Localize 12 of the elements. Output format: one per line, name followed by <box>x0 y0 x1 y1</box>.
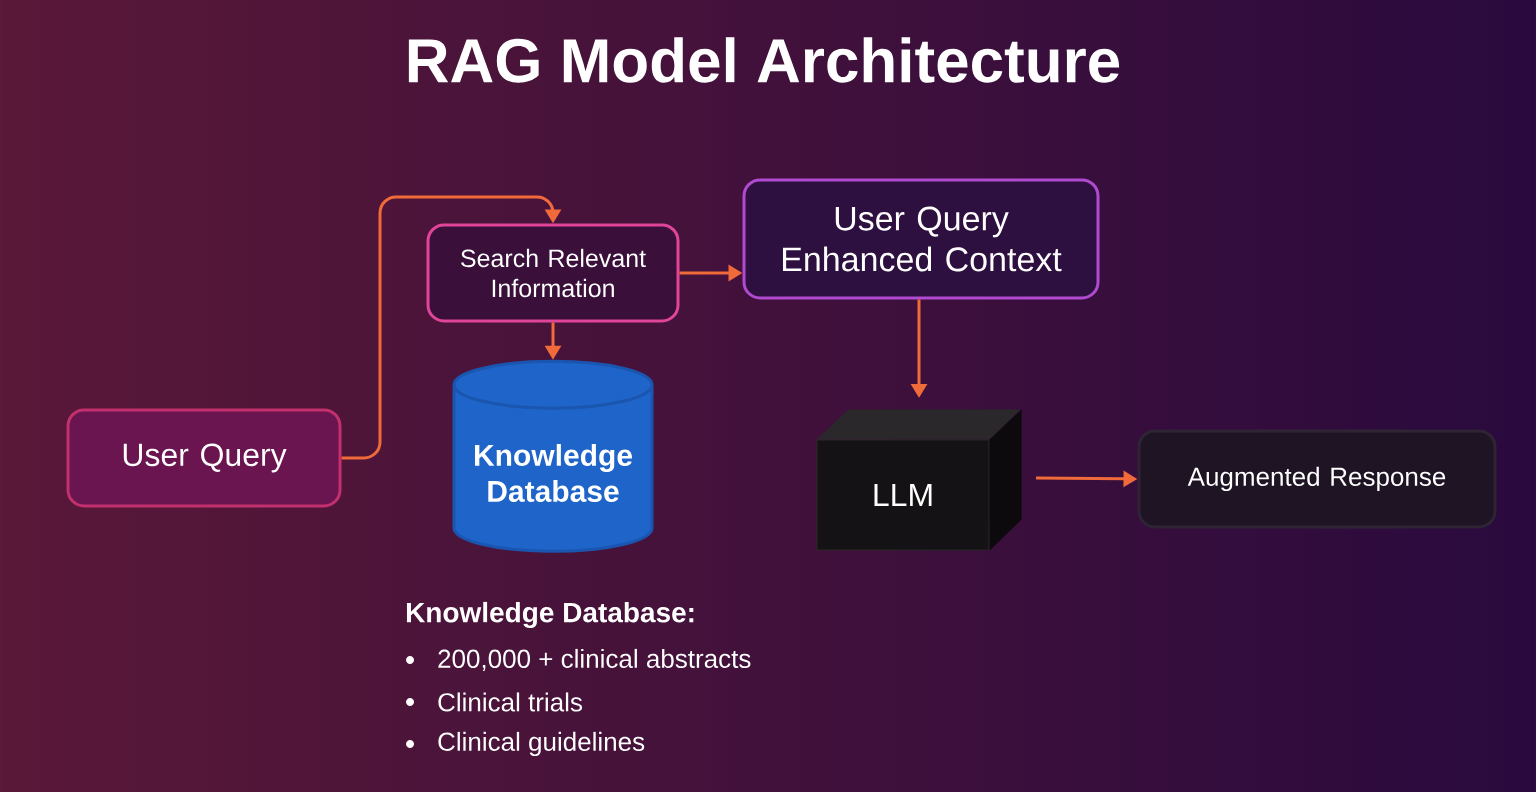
cube-box: LLM <box>816 409 1022 551</box>
query-box: User Query <box>66 408 342 508</box>
title: RAG Model Architecture <box>408 37 1120 83</box>
response-box: Augmented Response <box>1137 429 1497 529</box>
bullet-item: Clinical trials <box>406 692 582 712</box>
database-cylinder: Knowledge Database <box>452 359 654 553</box>
bullet-item: Clinical guidelines <box>406 731 645 757</box>
process-box: User Query Enhanced Context <box>742 178 1100 300</box>
heading: Knowledge Database: <box>406 601 694 629</box>
arrow <box>341 195 562 460</box>
bullet-item: 200,000 + clinical abstracts <box>406 648 751 672</box>
process-box: Search Relevant Information <box>426 223 680 323</box>
